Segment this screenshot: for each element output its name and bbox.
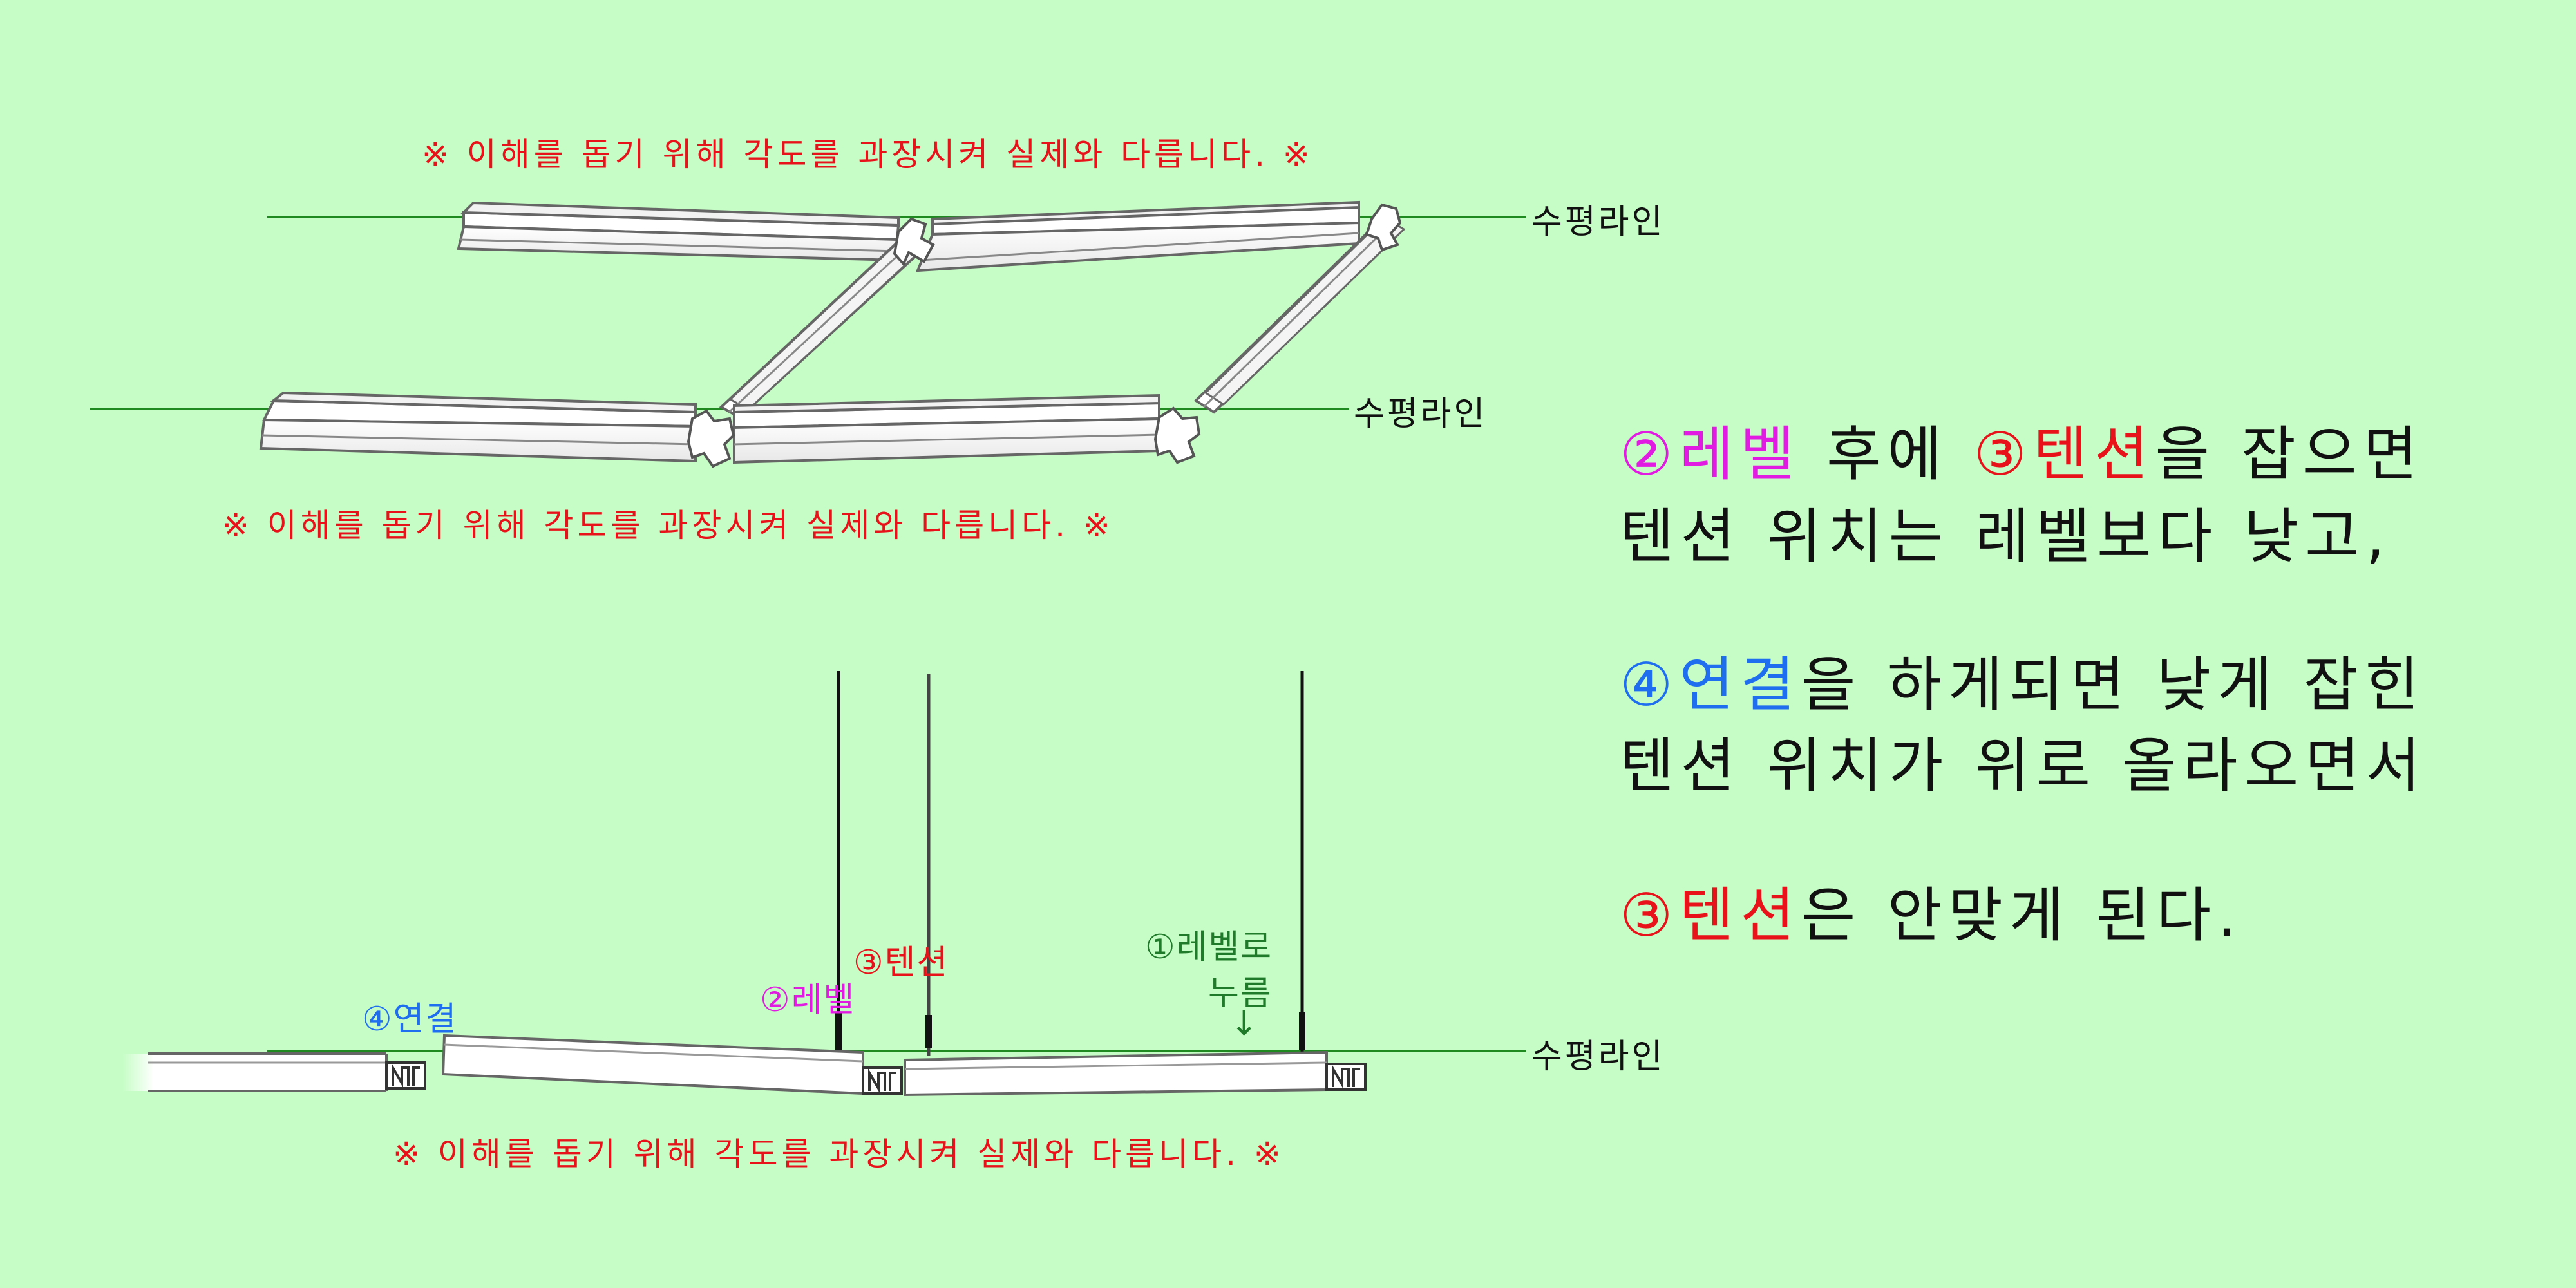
rail-bottom-tilted [441,1034,864,1095]
explanation-p1-line2: 텐션 위치는 레벨보다 낮고, [1620,502,2392,571]
horizontal-line-label-bottom: 수평라인 [1531,1037,1665,1076]
connector-front-left [687,409,735,468]
rail-bottom-right [904,1050,1328,1097]
note-bottom: ※ 이해를 돕기 위해 각도를 과장시켜 실제와 다릅니다. ※ [393,1135,1285,1173]
connector-front-right [1153,406,1201,464]
horizontal-line-label-top: 수평라인 [1531,203,1665,242]
explanation-text: 후에 [1801,420,1974,489]
explanation-connect-term: ④연결 [1620,650,1801,719]
explanation-p2-line2: 텐션 위치가 위로 올라오면서 [1620,732,2427,800]
label-press-line1: ①레벨로 [1145,928,1273,967]
label-press-line2: 누름 [1208,974,1273,1013]
explanation-p2-line1: ④연결을 하게되면 낮게 잡힌 [1620,656,2425,715]
label-tension: ③텐션 [853,943,949,982]
rail-diagonal-middle [719,231,931,419]
explanation-text: 은 안맞게 된다. [1801,881,2243,950]
explanation-tension-term: ③텐션 [1973,420,2155,489]
explanation-p1-line1: ②레벨 후에 ③텐션을 잡으면 [1620,425,2424,484]
connector-bottom-2 [862,1066,903,1095]
connector-bottom-1 [385,1061,426,1090]
explanation-text: 을 하게되면 낮게 잡힌 [1801,650,2426,719]
rail-bottom-left-faded [122,1052,388,1092]
explanation-p3-line1: ③텐션은 안맞게 된다. [1620,886,2242,945]
connector-top-right [1365,203,1402,252]
rail-back-right [915,200,1360,272]
note-top: ※ 이해를 돕기 위해 각도를 과장시켜 실제와 다릅니다. ※ [422,136,1314,173]
rail-back-left [457,201,900,262]
rail-front-left [259,391,697,463]
connector-top-middle [893,217,935,267]
label-level: ②레벨 [760,981,856,1019]
explanation-tension-term: ③텐션 [1620,881,1801,950]
rail-front-right [733,393,1160,464]
explanation-text: 을 잡으면 [2155,420,2425,489]
horizontal-line-label-middle: 수평라인 [1354,395,1488,433]
arrow-down-icon: ↓ [1230,1005,1260,1043]
connector-bottom-3 [1325,1063,1367,1091]
note-middle: ※ 이해를 돕기 위해 각도를 과장시켜 실제와 다릅니다. ※ [222,507,1114,544]
label-connect: ④연결 [362,1000,458,1039]
explanation-level-term: ②레벨 [1620,420,1801,489]
